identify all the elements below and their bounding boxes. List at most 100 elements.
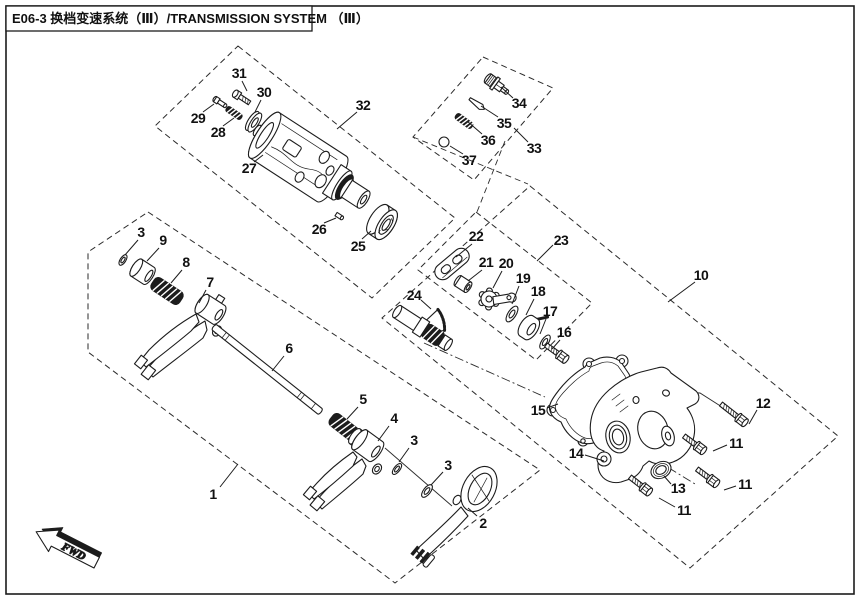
callout-1: 1 [209, 463, 239, 502]
group-box-32 [154, 45, 456, 299]
callout-33: 33 [513, 127, 542, 156]
callout-number: 3 [137, 224, 145, 240]
connector-line [412, 136, 529, 185]
callout-leader-line [536, 244, 554, 262]
part-30-washer [244, 110, 263, 133]
part-21-bushing [453, 274, 473, 294]
callout-number: 14 [569, 445, 584, 461]
part-2-shift-arm [410, 465, 498, 568]
callout-17: 17 [539, 303, 558, 335]
callout-leader-line [663, 475, 672, 485]
callout-26: 26 [312, 217, 337, 237]
callout-leader-line [723, 485, 737, 491]
part-26-pin [334, 211, 345, 221]
callout-leader-line [346, 406, 359, 420]
callout-leader-line [466, 120, 483, 135]
callout-4: 4 [377, 410, 399, 442]
callout-30: 30 [254, 84, 272, 113]
part-27-shift-drum [247, 111, 371, 209]
callout-16: 16 [551, 324, 572, 350]
callout-leader-line [712, 444, 728, 452]
callout-23: 23 [536, 232, 569, 262]
part-25-bearing [366, 203, 398, 241]
callout-leader-line [361, 230, 372, 240]
callout-leader-line [539, 318, 547, 335]
callout-31: 31 [232, 65, 247, 92]
callout-leader-line [170, 269, 183, 284]
callout-leader-line [748, 409, 758, 425]
callout-leader-line [146, 247, 160, 262]
callout-number: 11 [729, 435, 744, 451]
part-14-transmission-cover [589, 366, 700, 484]
drawing-border [5, 5, 855, 595]
group-box-33 [412, 56, 554, 181]
callout-number: 3 [410, 432, 418, 448]
callout-leader-line [511, 285, 520, 305]
callout-leader-line [253, 154, 264, 163]
callout-15: 15 [531, 402, 559, 418]
callout-leader-line [449, 145, 464, 155]
callout-36: 36 [466, 120, 496, 148]
callout-leader-line [222, 117, 235, 127]
callout-11: 11 [658, 497, 692, 518]
callout-24: 24 [407, 287, 432, 310]
part-13-oil-seal [650, 460, 672, 480]
callout-35: 35 [480, 105, 512, 131]
callout-34: 34 [500, 86, 527, 111]
callout-6: 6 [271, 340, 294, 372]
callout-number: 8 [182, 254, 190, 270]
callout-leader-line [455, 243, 473, 258]
callout-number: 27 [242, 160, 257, 176]
part-6-fork-shaft [211, 324, 323, 415]
callout-number: 28 [211, 124, 226, 140]
callout-number: 21 [479, 254, 494, 270]
callout-leader-line [124, 239, 139, 256]
callout-number: 16 [557, 324, 572, 340]
callout-number: 3 [444, 457, 452, 473]
callout-number: 18 [531, 283, 546, 299]
callout-leader-line [467, 507, 478, 517]
part-29-screw-pin [212, 95, 228, 109]
callout-leader-line [658, 497, 676, 508]
callout-number: 2 [479, 515, 487, 531]
callout-leader-line [377, 425, 390, 442]
callout-13: 13 [663, 475, 686, 496]
callout-12: 12 [748, 395, 771, 425]
page-title: E06-3 换档变速系统（Ⅲ）/TRANSMISSION SYSTEM （Ⅲ） [12, 11, 369, 26]
callout-number: 23 [554, 232, 569, 248]
part-3-ring [391, 463, 403, 475]
callout-number: 33 [527, 140, 542, 156]
callout-8: 8 [170, 254, 191, 284]
callout-number: 13 [671, 480, 686, 496]
callout-leader-line [219, 463, 239, 488]
callout-leader-line [667, 281, 696, 303]
callout-22: 22 [455, 228, 484, 258]
connector-line [423, 342, 546, 398]
callout-leader-line [323, 217, 337, 224]
callout-leader-line [546, 403, 559, 409]
callout-29: 29 [191, 103, 215, 126]
callout-11: 11 [723, 476, 753, 492]
callout-leader-line [500, 86, 514, 99]
group-box-23 [417, 211, 593, 361]
callout-32: 32 [336, 97, 371, 130]
callout-14: 14 [569, 445, 605, 462]
callout-leader-line [336, 111, 358, 130]
callout-2: 2 [467, 507, 488, 531]
part-28-spring [225, 106, 243, 120]
callout-7: 7 [198, 274, 215, 304]
callout-number: 30 [257, 84, 272, 100]
callout-number: 22 [469, 228, 484, 244]
callout-number: 6 [285, 340, 293, 356]
callout-number: 34 [512, 95, 527, 111]
part-18-cam-plate [517, 314, 550, 341]
callout-leader-line [525, 298, 535, 316]
callout-number: 7 [206, 274, 214, 290]
part-19-washer [505, 305, 519, 323]
callout-number: 31 [232, 65, 247, 81]
callout-5: 5 [346, 391, 368, 420]
callout-leader-line [513, 127, 529, 143]
callout-leader-line [254, 99, 262, 113]
